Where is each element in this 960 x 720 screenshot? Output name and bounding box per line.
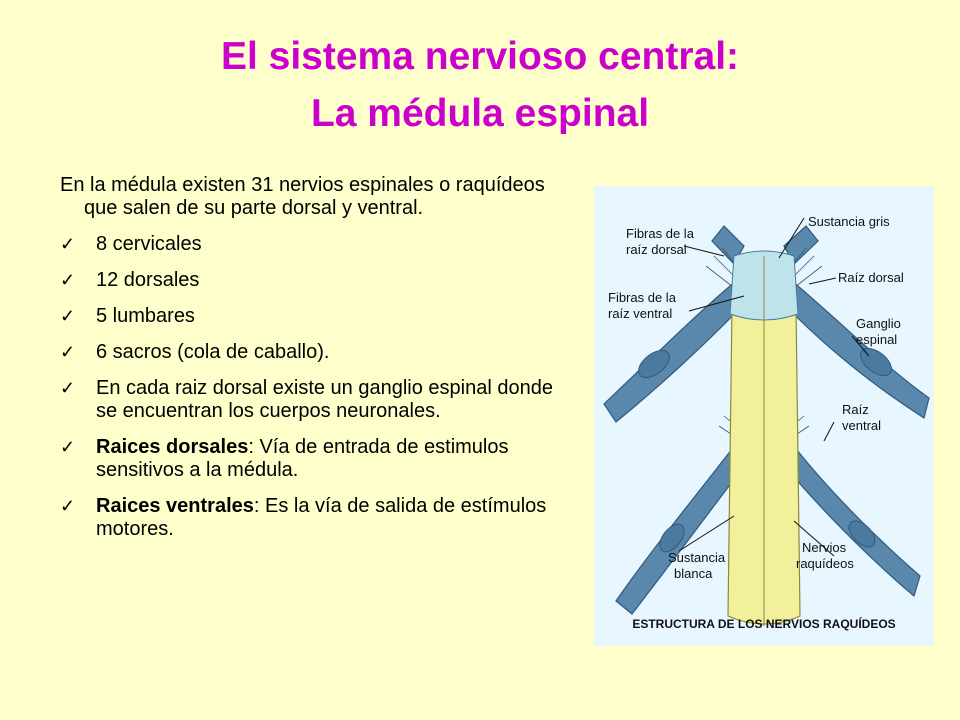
nerve-roots	[603, 225, 930, 615]
list-item-text: 5 lumbares	[96, 305, 195, 327]
label-raiz-dorsal: Raíz dorsal	[838, 270, 904, 285]
check-icon: ✓	[60, 270, 76, 290]
label-sustancia-blanca-2: blanca	[674, 566, 713, 581]
slide-body: En la médula existen 31 nervios espinale…	[60, 174, 570, 554]
label-sustancia-gris: Sustancia gris	[808, 214, 890, 229]
list-item-text: 12 dorsales	[96, 269, 200, 291]
intro-paragraph: En la médula existen 31 nervios espinale…	[60, 174, 545, 219]
list-item: ✓ En cada raiz dorsal existe un ganglio e…	[60, 377, 570, 423]
label-nervios-1: Nervios	[802, 540, 847, 555]
list-item-text: En cada raiz dorsal existe un ganglio es…	[96, 377, 553, 422]
list-item: ✓ 5 lumbares	[60, 305, 570, 328]
list-item-text: 6 sacros (cola de caballo).	[96, 341, 330, 363]
label-ganglio-2: espinal	[856, 332, 897, 347]
list-item-text: : Es la vía de salida de estímulos motor…	[96, 495, 547, 540]
spinal-cord-illustration: Fibras de la raíz dorsal Fibras de la ra…	[603, 214, 930, 631]
list-item-text: : Vía de entrada de estimulos sensitivos…	[96, 436, 509, 481]
label-sustancia-blanca-1: Sustancia	[668, 550, 726, 565]
list-item-term: Raices dorsales	[96, 436, 249, 458]
label-nervios-2: raquídeos	[796, 556, 854, 571]
check-icon: ✓	[60, 496, 76, 516]
list-item-text: 8 cervicales	[96, 233, 202, 255]
list-item: ✓ 12 dorsales	[60, 269, 570, 292]
figure-caption: ESTRUCTURA DE LOS NERVIOS RAQUÍDEOS	[632, 616, 895, 631]
check-icon: ✓	[60, 437, 76, 457]
label-fibras-ventral-2: raíz ventral	[608, 306, 672, 321]
check-icon: ✓	[60, 234, 76, 254]
slide-title: El sistema nervioso central: La médula e…	[0, 28, 960, 142]
label-fibras-dorsal-1: Fibras de la	[626, 226, 695, 241]
label-fibras-dorsal-2: raíz dorsal	[626, 242, 687, 257]
title-line-2: La médula espinal	[310, 92, 650, 135]
bullet-list: ✓ 8 cervicales ✓12 dorsales ✓5 lumbares …	[60, 233, 570, 541]
leader-lines	[678, 217, 870, 557]
list-item: ✓ 8 cervicales	[60, 233, 570, 256]
list-item-term: Raices ventrales	[96, 495, 254, 517]
label-fibras-ventral-1: Fibras de la	[608, 290, 677, 305]
label-ganglio-1: Ganglio	[856, 316, 901, 331]
check-icon: ✓	[60, 378, 76, 398]
label-raiz-ventral-2: ventral	[842, 418, 881, 433]
list-item: ✓ 6 sacros (cola de caballo).	[60, 341, 570, 364]
list-item: ✓ Raices ventrales: Es la vía de salida d…	[60, 495, 570, 541]
title-line-1: El sistema nervioso central:	[220, 35, 740, 78]
check-icon: ✓	[60, 342, 76, 362]
spinal-cord-diagram: Fibras de la raíz dorsal Fibras de la ra…	[594, 186, 934, 646]
list-item: ✓ Raices dorsales: Vía de entrada de esti…	[60, 436, 570, 482]
check-icon: ✓	[60, 306, 76, 326]
label-raiz-ventral-1: Raíz	[842, 402, 869, 417]
